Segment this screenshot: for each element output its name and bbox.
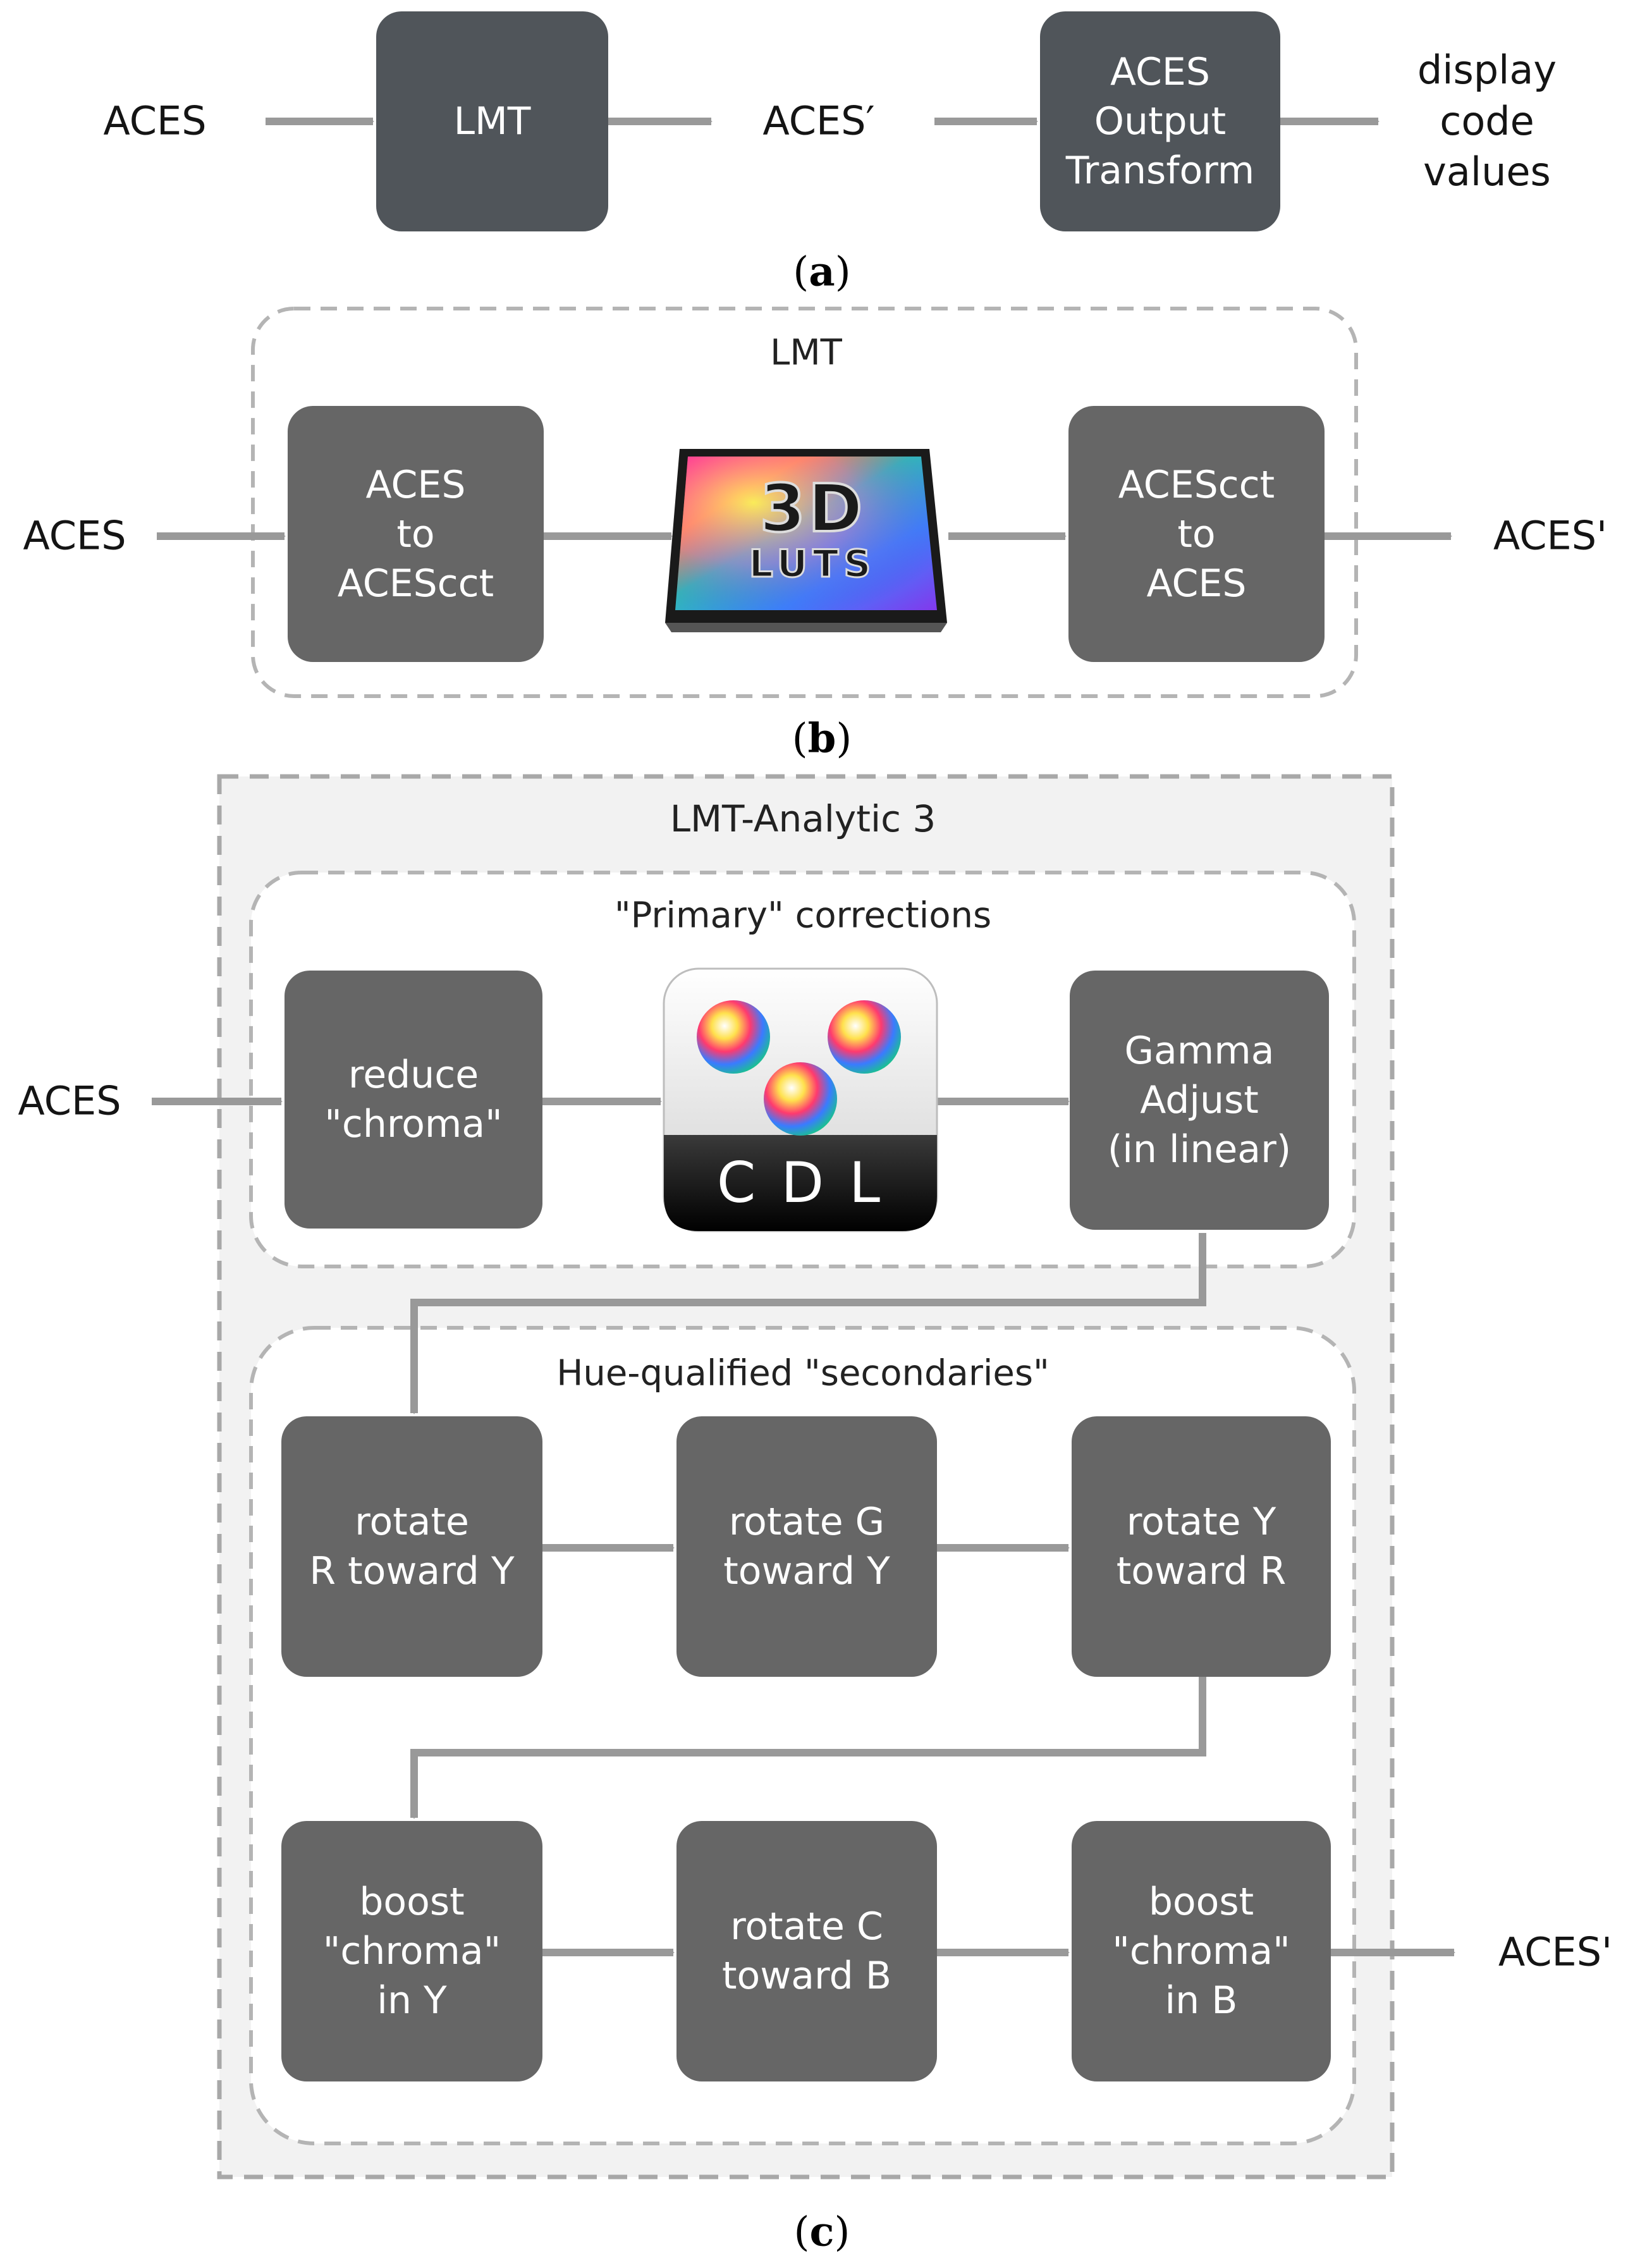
lmt-group-title: LMT [770,332,842,374]
boost-chroma-b-label: boost "chroma" in B [1112,1880,1290,2023]
rotate-r-box: rotate R toward Y [281,1416,542,1677]
panel-c-output-label: ACES' [1498,1928,1613,1975]
rotate-y-label: rotate Y toward R [1116,1500,1287,1593]
boost-chroma-b-box: boost "chroma" in B [1072,1821,1331,2081]
reduce-chroma-box: reduce "chroma" [285,971,542,1229]
gamma-adjust-label: Gamma Adjust (in linear) [1107,1029,1292,1172]
output-transform-label: ACES Output Transform [1065,50,1255,193]
caption-c: (c) [793,2208,850,2256]
3d-luts-icon [665,449,947,632]
panel-c-input-label: ACES [18,1077,121,1124]
lmt-analytic-title: LMT-Analytic 3 [670,797,936,840]
gamma-adjust-box: Gamma Adjust (in linear) [1070,971,1329,1230]
rotate-c-box: rotate C toward B [676,1821,937,2081]
rotate-g-label: rotate G toward Y [723,1500,890,1593]
aces-to-acescct-label: ACES to ACEScct [337,462,494,606]
secondaries-title: Hue-qualified "secondaries" [556,1352,1050,1394]
acescct-to-aces-box: ACEScct to ACES [1068,406,1325,662]
rotate-g-box: rotate G toward Y [676,1416,937,1677]
lmt-group-frame [251,307,1358,698]
boost-chroma-y-box: boost "chroma" in Y [281,1821,542,2081]
rotate-y-box: rotate Y toward R [1072,1416,1331,1677]
panel-a-input-label: ACES [103,97,207,144]
panel-a-output-label: display code values [1417,47,1557,195]
lmt-box-label: LMT [453,99,531,144]
aces-to-acescct-box: ACES to ACEScct [288,406,544,662]
lmt-box: LMT [376,11,608,231]
acescct-to-aces-label: ACEScct to ACES [1118,462,1275,606]
rotate-c-label: rotate C toward B [721,1904,891,1998]
3d-luts-subtitle: LUTS [748,542,876,586]
3d-luts-title: 3D [759,470,866,547]
rotate-r-label: rotate R toward Y [309,1500,515,1593]
panel-a-mid-label: ACES′ [762,97,875,144]
cdl-icon-label: C D L [716,1150,884,1215]
caption-a: (a) [793,248,851,296]
panel-c-arrows [152,1098,1455,1956]
boost-chroma-y-label: boost "chroma" in Y [322,1880,501,2023]
output-transform-box: ACES Output Transform [1040,11,1280,231]
caption-b: (b) [792,714,852,763]
panel-b-output-label: ACES' [1493,512,1608,559]
panel-b-input-label: ACES [23,512,126,559]
cdl-icon [663,967,938,1232]
primary-corrections-title: "Primary" corrections [614,895,992,936]
reduce-chroma-label: reduce "chroma" [324,1053,503,1146]
